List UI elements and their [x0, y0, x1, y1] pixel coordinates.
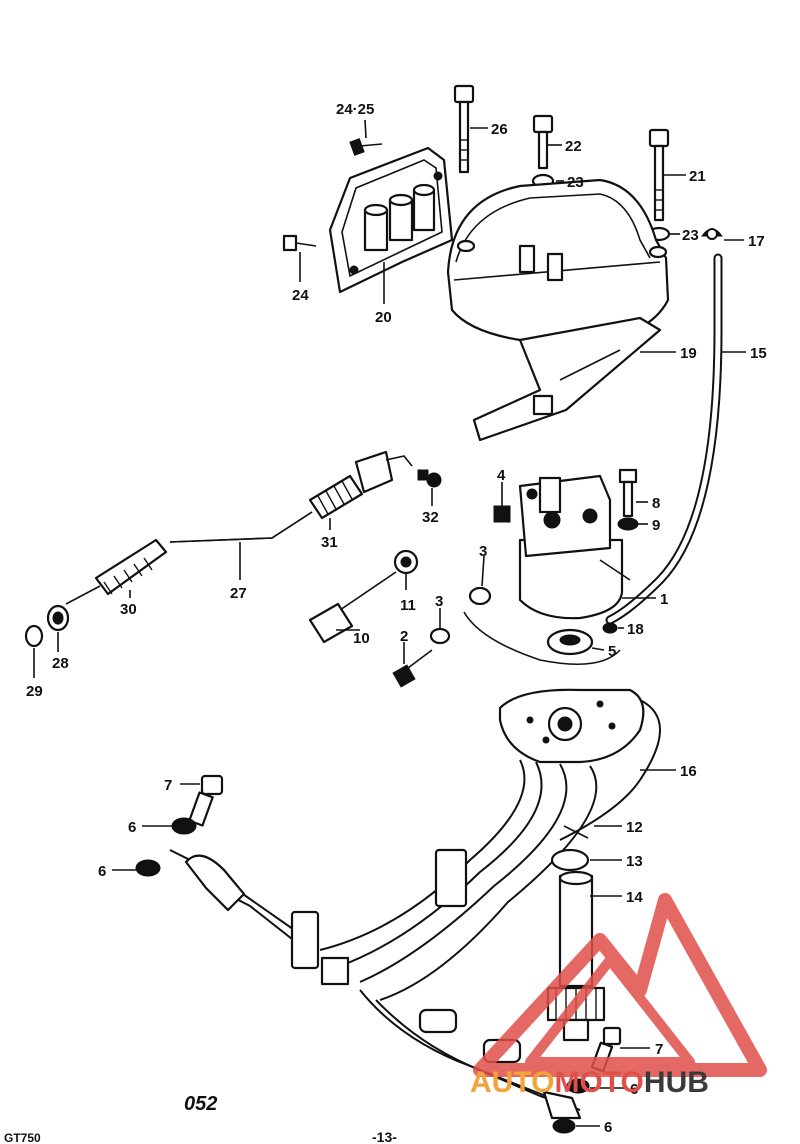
callout-24-25: 24·25 [336, 101, 374, 118]
callout-13: 13 [626, 853, 643, 870]
pipe-oil [463, 611, 621, 665]
washer-3b [429, 627, 451, 645]
callout-8: 8 [652, 495, 660, 512]
callout-26: 26 [491, 121, 508, 138]
callout-15: 15 [750, 345, 767, 362]
nut-28-core [52, 611, 64, 625]
cable-27-highlight [169, 511, 313, 543]
callout-7-left: 7 [164, 777, 172, 794]
bolt-2 [392, 649, 433, 688]
seal-5 [546, 628, 594, 656]
washer-9 [617, 517, 639, 531]
clip-17 [701, 228, 723, 240]
cable-31 [308, 450, 413, 520]
callout-32: 32 [422, 509, 439, 526]
bolt-26 [453, 84, 475, 174]
callout-5: 5 [608, 643, 616, 660]
svg-text:AUTOMOTOHUB: AUTOMOTOHUB [470, 1066, 709, 1099]
cover-19 [446, 178, 670, 442]
callout-18: 18 [627, 621, 644, 638]
callout-4: 4 [497, 467, 506, 484]
bolt-24 [282, 234, 317, 252]
callout-14: 14 [626, 889, 643, 906]
callout-23-right: 23 [682, 227, 699, 244]
callout-11: 11 [400, 597, 416, 614]
callout-6-a: 6 [128, 819, 136, 836]
callout-3-lower: 3 [435, 593, 443, 610]
washer-6d [552, 1118, 576, 1134]
part-drawings [24, 84, 723, 1134]
callout-27: 27 [230, 585, 247, 602]
bolt-8 [618, 468, 638, 518]
callout-16: 16 [680, 763, 697, 780]
sleeve-30 [65, 538, 168, 605]
callout-6-b: 6 [98, 863, 106, 880]
washer-6c [566, 1078, 590, 1094]
cap-29 [24, 624, 44, 648]
callout-30: 30 [120, 601, 137, 618]
callout-29: 29 [26, 683, 43, 700]
callout-9: 9 [652, 517, 660, 534]
callout-2: 2 [400, 628, 408, 645]
o-ring-18 [602, 622, 618, 634]
bolt-21 [648, 128, 670, 222]
callout-31: 31 [321, 534, 338, 551]
watermark-text: AUTOMOTOHUB [470, 1066, 709, 1099]
cable-27 [169, 511, 313, 543]
callout-22: 22 [565, 138, 582, 155]
coil-bracket-20 [328, 146, 454, 294]
leader-lines [33, 119, 746, 1127]
callout-labels: 24·25 26 22 23 21 23 17 24 20 19 15 4 8 … [26, 101, 767, 1136]
callout-1: 1 [660, 591, 668, 608]
screw-24-25 [349, 138, 383, 156]
washer-3a [468, 586, 492, 606]
watermark-brand-moto: MOTO [554, 1066, 643, 1099]
callout-17: 17 [748, 233, 765, 250]
washer-6b [135, 859, 161, 877]
watermark-logo [473, 893, 767, 1077]
callout-10: 10 [353, 630, 370, 647]
callout-19: 19 [680, 345, 697, 362]
model-name: GT750 [4, 1131, 41, 1144]
footer: 052 GT750 -13- [4, 1093, 397, 1144]
watermark-triangle-inner [525, 955, 695, 1067]
washer-6a [171, 817, 197, 835]
callout-6-c: 6 [630, 1081, 638, 1098]
oil-pump-1 [518, 474, 631, 620]
callout-12: 12 [626, 819, 643, 836]
adjuster-10-11 [308, 549, 419, 644]
callout-23-upper: 23 [567, 174, 584, 191]
nut-4 [493, 505, 511, 523]
callout-20: 20 [375, 309, 392, 326]
bolt-22 [532, 114, 554, 170]
ring-13 [550, 848, 590, 872]
watermark-brand-hub: HUB [644, 1066, 709, 1099]
callout-28: 28 [52, 655, 69, 672]
oil-pipe-assembly-16 [169, 688, 661, 1120]
callout-21: 21 [689, 168, 706, 185]
callout-24: 24 [292, 287, 309, 304]
callout-6-d: 6 [604, 1119, 612, 1136]
bolt-7-left [188, 774, 224, 827]
callout-7-right: 7 [655, 1041, 663, 1058]
figure-number: 052 [184, 1093, 217, 1115]
hose-15 [605, 253, 723, 625]
screw-32 [417, 469, 442, 488]
watermark-triangle-outer [473, 893, 767, 1077]
pin-12 [563, 825, 589, 839]
page-number: -13- [372, 1129, 397, 1144]
callout-3-upper: 3 [479, 543, 487, 560]
watermark-brand-auto: AUTO [470, 1066, 554, 1099]
